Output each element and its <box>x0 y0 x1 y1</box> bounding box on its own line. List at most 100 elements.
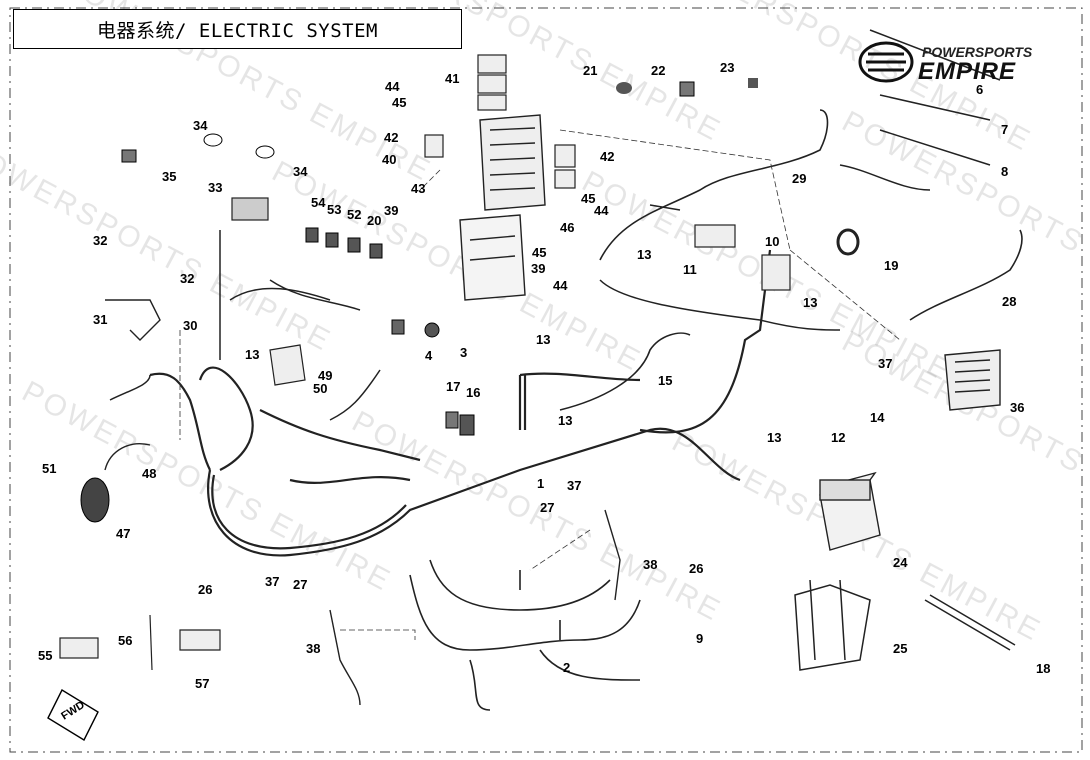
callout-14: 14 <box>870 410 885 425</box>
relay-42 <box>424 134 576 189</box>
regulator <box>231 197 269 221</box>
logo-mark-icon <box>858 41 914 83</box>
callout-16: 16 <box>466 385 480 400</box>
sub-harness-28 <box>909 229 1023 321</box>
battery-holder <box>794 579 871 671</box>
callout-23: 23 <box>720 60 734 75</box>
callout-19: 19 <box>884 258 898 273</box>
part-21 <box>616 82 632 94</box>
parts-55-57 <box>59 614 221 671</box>
module-50 <box>269 344 306 386</box>
callout-3: 3 <box>460 345 467 360</box>
callout-labels: 1234678910111213131313131314151617181920… <box>38 60 1050 691</box>
callout-32: 32 <box>180 271 194 286</box>
callout-39: 39 <box>384 203 398 218</box>
switch-4 <box>391 319 405 335</box>
ecu-36 <box>944 349 1001 411</box>
callout-27: 27 <box>540 500 554 515</box>
callout-49: 49 <box>318 368 332 383</box>
callout-2: 2 <box>563 660 570 675</box>
callout-37: 37 <box>265 574 279 589</box>
brand-logo: POWERSPORTS EMPIRE <box>858 38 1058 90</box>
callout-18: 18 <box>1036 661 1050 676</box>
callout-21: 21 <box>583 63 597 78</box>
diagram-title: 电器系统/ ELECTRIC SYSTEM <box>13 9 462 49</box>
callout-45: 45 <box>532 245 546 260</box>
callout-34: 34 <box>293 164 308 179</box>
fuse-box <box>479 114 546 211</box>
callout-52: 52 <box>347 207 361 222</box>
ring-19 <box>836 228 860 256</box>
callout-38: 38 <box>643 557 657 572</box>
callout-13: 13 <box>536 332 550 347</box>
callout-6: 6 <box>976 82 983 97</box>
callout-15: 15 <box>658 373 672 388</box>
sub-harness-29 <box>599 109 829 261</box>
leader-lines <box>179 129 901 640</box>
callout-53: 53 <box>327 202 341 217</box>
sub-harness-15 <box>559 332 691 411</box>
callout-41: 41 <box>445 71 459 86</box>
callout-1: 1 <box>537 476 544 491</box>
callout-40: 40 <box>382 152 396 167</box>
callout-37: 37 <box>567 478 581 493</box>
callout-25: 25 <box>893 641 907 656</box>
callout-42: 42 <box>384 130 398 145</box>
relay-41 <box>477 54 507 111</box>
callout-12: 12 <box>831 430 845 445</box>
bracket-31 <box>105 299 161 341</box>
callout-24: 24 <box>893 555 908 570</box>
part-22 <box>679 81 695 97</box>
callout-36: 36 <box>1010 400 1024 415</box>
callout-22: 22 <box>651 63 665 78</box>
callout-11: 11 <box>683 262 697 277</box>
switch-16 <box>459 414 475 436</box>
callout-7: 7 <box>1001 122 1008 137</box>
logo-line2: EMPIRE <box>918 58 1017 85</box>
callout-44: 44 <box>553 278 568 293</box>
callout-30: 30 <box>183 318 197 333</box>
horn <box>80 477 110 523</box>
callout-8: 8 <box>1001 164 1008 179</box>
clamp-34 <box>203 133 223 147</box>
callout-27: 27 <box>293 577 307 592</box>
switch-3 <box>424 322 440 338</box>
logo-line1: POWERSPORTS <box>922 44 1033 60</box>
main-harness <box>149 249 772 557</box>
relay-box-10 <box>694 224 791 291</box>
callout-56: 56 <box>118 633 132 648</box>
callout-54: 54 <box>311 195 326 210</box>
clamp-34b <box>255 145 275 159</box>
callout-13: 13 <box>637 247 651 262</box>
callout-13: 13 <box>558 413 572 428</box>
callout-45: 45 <box>581 191 595 206</box>
callout-13: 13 <box>803 295 817 310</box>
connectors-20-54 <box>305 227 383 259</box>
callout-32: 32 <box>93 233 107 248</box>
callout-43: 43 <box>411 181 425 196</box>
sub-harness-2 <box>409 559 641 711</box>
callout-47: 47 <box>116 526 130 541</box>
switch-17 <box>445 411 459 429</box>
clip-35 <box>121 149 137 163</box>
callout-37: 37 <box>878 356 892 371</box>
callout-9: 9 <box>696 631 703 646</box>
callout-50: 50 <box>313 381 327 396</box>
callout-28: 28 <box>1002 294 1016 309</box>
callout-29: 29 <box>792 171 806 186</box>
callout-26: 26 <box>689 561 703 576</box>
callout-46: 46 <box>560 220 574 235</box>
callout-31: 31 <box>93 312 107 327</box>
callout-26: 26 <box>198 582 212 597</box>
callout-44: 44 <box>594 203 609 218</box>
callout-13: 13 <box>767 430 781 445</box>
callout-35: 35 <box>162 169 176 184</box>
callout-57: 57 <box>195 676 209 691</box>
battery <box>819 471 881 551</box>
callout-48: 48 <box>142 466 156 481</box>
callout-38: 38 <box>306 641 320 656</box>
callout-44: 44 <box>385 79 400 94</box>
callout-55: 55 <box>38 648 52 663</box>
